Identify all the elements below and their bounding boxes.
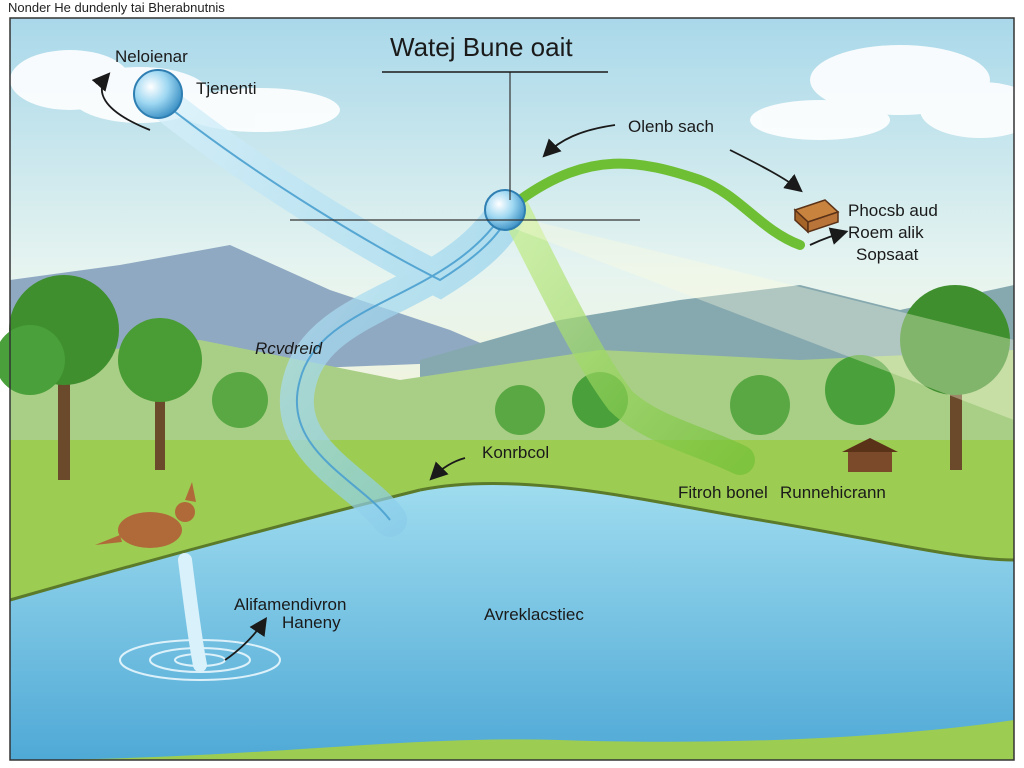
cloud-right bbox=[750, 45, 1024, 140]
light-beam bbox=[505, 215, 1014, 420]
diagram-title: Watej Bune oait bbox=[390, 32, 573, 62]
frame bbox=[9, 17, 1015, 761]
label-top-left: Neloienar bbox=[115, 47, 188, 66]
page-caption: Nonder He dundenly tai Bherabnutnis bbox=[8, 0, 225, 15]
cabin-icon bbox=[842, 438, 898, 472]
label-droplet: Tjenenti bbox=[196, 79, 256, 98]
label-field-right-2: Runnehicrann bbox=[780, 483, 886, 502]
green-flow-ribbon bbox=[500, 195, 755, 475]
label-right-note-1: Phocsb aud bbox=[848, 201, 938, 220]
kangaroo-icon bbox=[95, 482, 196, 548]
river bbox=[10, 483, 1014, 760]
water-droplet-icon bbox=[133, 69, 183, 119]
label-river-left-2: Haneny bbox=[282, 613, 341, 632]
annotation-arrows bbox=[91, 72, 849, 661]
river-bank-right bbox=[419, 481, 1015, 562]
green-arrow-top bbox=[515, 158, 805, 250]
label-right-note-3: Sopsaat bbox=[856, 245, 919, 264]
label-stream-mid: Konrbcol bbox=[482, 443, 549, 462]
label-right-note-2: Roem alik bbox=[848, 223, 924, 242]
label-right-arrow: Olenb sach bbox=[628, 117, 714, 136]
label-river-center: Avreklacstiec bbox=[484, 605, 584, 624]
trees-left bbox=[0, 275, 268, 480]
splash-fall bbox=[178, 553, 207, 672]
label-stream-left: Rcvdreid bbox=[255, 339, 323, 358]
label-river-left-1: Alifamendivron bbox=[234, 595, 346, 614]
box-icon bbox=[793, 199, 840, 234]
label-field-right-1: Fitroh bonel bbox=[678, 483, 768, 502]
center-droplet-icon bbox=[484, 189, 526, 231]
